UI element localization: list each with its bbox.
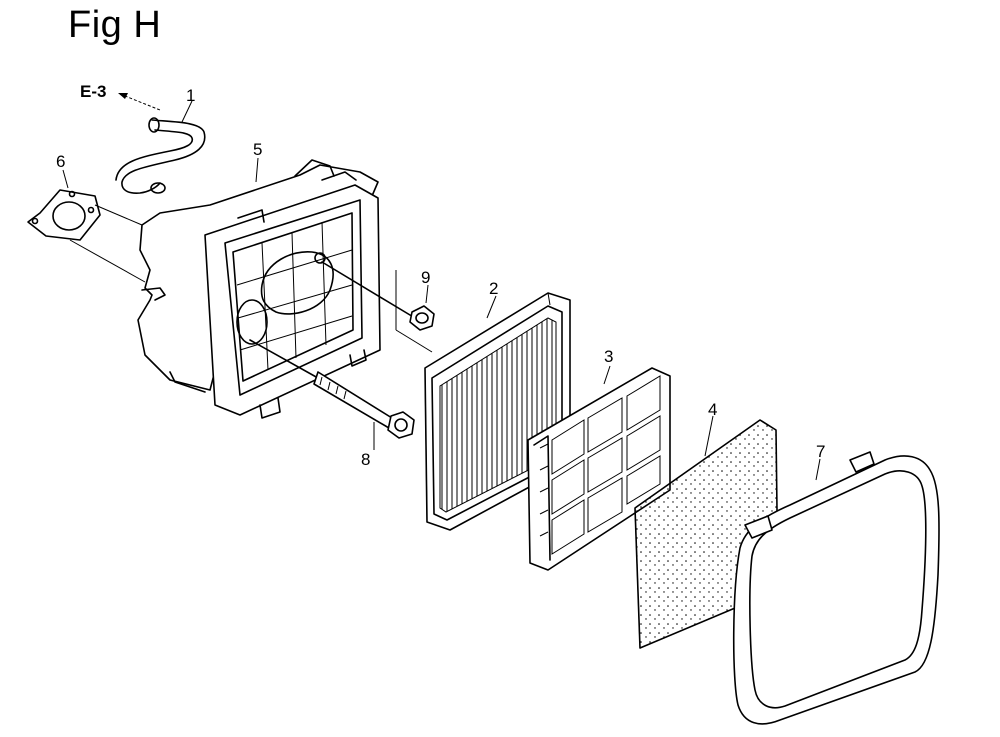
- callout-8: 8: [361, 450, 370, 469]
- reference-label: E-3: [80, 82, 106, 101]
- callout-7: 7: [816, 442, 825, 461]
- callout-4: 4: [708, 400, 717, 419]
- breather-tube-part-1: [115, 117, 206, 194]
- air-cleaner-cover-part-7: [732, 451, 940, 725]
- long-bolt-part-8: [249, 339, 415, 439]
- callout-1: 1: [186, 86, 195, 105]
- callout-5: 5: [253, 140, 262, 159]
- callout-2: 2: [489, 279, 498, 298]
- callout-labels: 1 2 3 4 5 6 7 8 9: [56, 86, 825, 469]
- callout-9: 9: [421, 268, 430, 287]
- air-cleaner-case-part-5: [137, 159, 381, 419]
- callout-6: 6: [56, 152, 65, 171]
- callout-3: 3: [604, 347, 613, 366]
- figure-title: Fig H: [68, 4, 162, 46]
- gasket-part-6: [27, 189, 101, 241]
- bolt-part-9: [321, 261, 435, 331]
- reference-arrow: E-3: [80, 82, 161, 111]
